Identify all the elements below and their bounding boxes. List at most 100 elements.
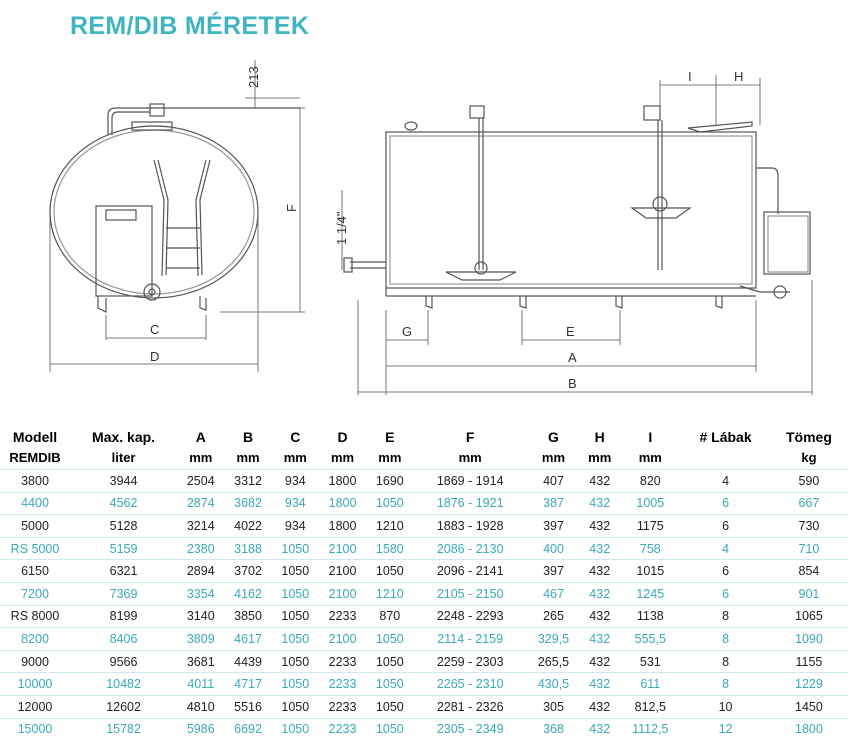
- unit-weight: kg: [769, 445, 848, 470]
- cell-f: 1869 - 1914: [436, 473, 504, 488]
- cell-d: 2233: [328, 654, 357, 669]
- cell-b: 4717: [234, 677, 262, 692]
- unit-h: mm: [580, 445, 620, 470]
- cell-capacity: 15782: [106, 722, 141, 737]
- cell-weight: 590: [798, 473, 820, 488]
- col-header-model: Modell: [0, 417, 70, 445]
- cell-model: 10000: [17, 677, 53, 692]
- cell-d: 2233: [328, 677, 357, 692]
- col-header-d: D: [318, 417, 367, 445]
- cell-weight: 1090: [795, 631, 823, 646]
- cell-h: 432: [589, 496, 611, 511]
- unit-b: mm: [224, 445, 272, 470]
- cell-legs: 6: [722, 496, 730, 511]
- cell-i: 611: [640, 677, 661, 692]
- cell-i: 820: [639, 473, 661, 488]
- col-header-weight: Tömeg: [769, 417, 848, 445]
- cell-legs: 6: [722, 518, 730, 533]
- cell-f: 2248 - 2293: [436, 609, 504, 624]
- cell-g: 265: [543, 609, 564, 624]
- cell-capacity: 10482: [106, 677, 141, 692]
- cell-c: 1050: [281, 609, 310, 624]
- cell-i: 1112,5: [632, 722, 669, 737]
- cell-c: 1050: [281, 631, 310, 646]
- cell-model: RS 8000: [10, 609, 60, 624]
- cell-h: 432: [589, 473, 611, 488]
- cell-i: 1138: [636, 609, 664, 624]
- cell-legs: 6: [722, 586, 730, 601]
- cell-f: 2259 - 2303: [436, 654, 504, 669]
- cell-b: 4617: [234, 631, 262, 646]
- cell-model: 3800: [21, 473, 49, 488]
- cell-legs: 10: [718, 699, 733, 714]
- cell-weight: 854: [798, 564, 820, 579]
- cell-c: 934: [284, 473, 306, 488]
- cell-model: 12000: [17, 699, 53, 714]
- cell-e: 1210: [375, 518, 404, 533]
- cell-h: 432: [589, 564, 611, 579]
- cell-weight: 1229: [795, 677, 823, 692]
- col-header-b: B: [224, 417, 272, 445]
- cell-c: 934: [284, 518, 306, 533]
- cell-e: 1580: [375, 541, 404, 556]
- cell-a: 3214: [186, 518, 215, 533]
- cell-h: 432: [589, 654, 611, 669]
- table-header-row: Modell Max. kap. A B C D E F G H I # Láb…: [0, 417, 848, 445]
- cell-e: 1690: [375, 473, 404, 488]
- unit-model: REMDIB: [0, 445, 70, 470]
- cell-weight: 730: [798, 518, 820, 533]
- cell-weight: 710: [798, 541, 820, 556]
- cell-b: 3312: [234, 473, 262, 488]
- cell-a: 3809: [186, 631, 215, 646]
- unit-f: mm: [413, 445, 527, 470]
- cell-h: 432: [589, 722, 611, 737]
- cell-a: 2380: [186, 541, 215, 556]
- col-header-a: A: [177, 417, 225, 445]
- col-header-c: C: [271, 417, 319, 445]
- cell-capacity: 9566: [109, 654, 138, 669]
- cell-i: 758: [639, 541, 661, 556]
- dim-label-b: B: [568, 376, 577, 391]
- cell-capacity: 4562: [109, 496, 138, 511]
- cell-c: 1050: [281, 699, 310, 714]
- col-header-h: H: [580, 417, 620, 445]
- cell-a: 2874: [186, 496, 215, 511]
- unit-i: mm: [619, 445, 682, 470]
- dim-label-213: 213: [246, 66, 261, 88]
- col-header-f: F: [413, 417, 527, 445]
- cell-capacity: 5128: [109, 518, 138, 533]
- cell-weight: 1155: [795, 654, 823, 669]
- cell-b: 4022: [234, 518, 262, 533]
- dim-label-c: C: [150, 322, 159, 337]
- tank-technical-drawing: 213 F C D 1 1/4" I H G E A B: [49, 60, 813, 395]
- cell-f: 1883 - 1928: [436, 518, 504, 533]
- cell-e: 1050: [375, 677, 404, 692]
- cell-d: 2100: [328, 586, 357, 601]
- cell-f: 2265 - 2310: [436, 677, 504, 692]
- cell-b: 3850: [234, 609, 262, 624]
- unit-g: mm: [526, 445, 581, 470]
- unit-e: mm: [366, 445, 414, 470]
- cell-h: 432: [589, 609, 611, 624]
- cell-e: 1050: [375, 496, 404, 511]
- cell-weight: 1800: [795, 722, 823, 737]
- dimensions-table: Modell Max. kap. A B C D E F G H I # Láb…: [0, 417, 848, 740]
- cell-h: 432: [589, 631, 611, 646]
- cell-i: 555,5: [634, 631, 666, 646]
- cell-e: 1210: [375, 586, 404, 601]
- col-header-g: G: [526, 417, 581, 445]
- cell-legs: 4: [722, 541, 730, 556]
- cell-e: 1050: [375, 564, 404, 579]
- cell-model: 15000: [17, 722, 53, 737]
- cell-i: 1245: [636, 586, 665, 601]
- cell-d: 2233: [328, 699, 357, 714]
- cell-capacity: 5159: [109, 541, 138, 556]
- dim-label-g: G: [402, 324, 412, 339]
- dim-label-pipe: 1 1/4": [334, 211, 349, 245]
- cell-e: 1050: [375, 699, 404, 714]
- dim-label-i: I: [688, 69, 692, 84]
